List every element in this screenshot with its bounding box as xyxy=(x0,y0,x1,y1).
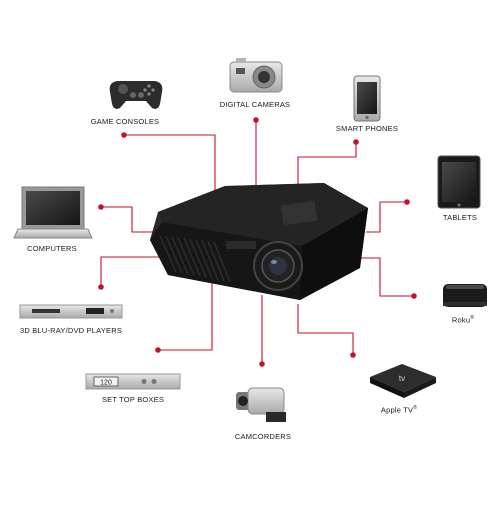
label-tablets: TABLETS xyxy=(442,213,478,222)
label-set-top-boxes: SET TOP BOXES xyxy=(101,395,165,404)
connector-computers xyxy=(101,206,158,233)
laptop-icon xyxy=(13,186,93,239)
apple-tv-logo: tv xyxy=(399,374,405,383)
apple-tv-trademark: ® xyxy=(413,405,418,411)
connector-tablets xyxy=(366,201,407,233)
apple-tv-icon: tv xyxy=(370,364,436,398)
game-controller-icon xyxy=(109,81,163,109)
connector-set-top-boxes xyxy=(158,281,213,351)
roku-name: Roku xyxy=(451,315,471,325)
connector-game-consoles xyxy=(124,134,216,195)
label-computers: COMPUTERS xyxy=(27,244,77,253)
roku-trademark: ® xyxy=(470,315,475,321)
label-bluray: 3D BLU-RAY/DVD PLAYERS xyxy=(19,326,123,335)
label-camcorders: CAMCORDERS xyxy=(234,432,292,441)
connector-blu-ray xyxy=(100,256,162,287)
smart-phone-icon xyxy=(353,75,381,122)
label-apple-tv: Apple TV® xyxy=(381,405,417,415)
camcorder-icon xyxy=(236,387,286,422)
bluray-player-icon xyxy=(19,304,123,319)
apple-tv-name: Apple TV xyxy=(380,405,414,415)
connector-lines xyxy=(100,120,414,364)
set-top-display: 120 xyxy=(100,380,112,387)
label-digital-cameras: DIGITAL CAMERAS xyxy=(219,100,291,109)
label-smart-phones: SMART PHONES xyxy=(335,124,399,133)
roku-icon xyxy=(443,284,487,307)
connector-dots xyxy=(98,117,417,367)
tablet-icon xyxy=(437,155,481,209)
digital-camera-icon xyxy=(229,58,283,93)
label-roku: Roku® xyxy=(452,315,474,325)
set-top-box-icon: 120 xyxy=(85,373,181,390)
projector xyxy=(150,183,368,300)
connector-smart-phones xyxy=(297,142,357,192)
connector-roku xyxy=(356,257,414,297)
label-game-consoles: GAME CONSOLES xyxy=(90,117,160,126)
connector-apple-tv xyxy=(297,304,354,355)
